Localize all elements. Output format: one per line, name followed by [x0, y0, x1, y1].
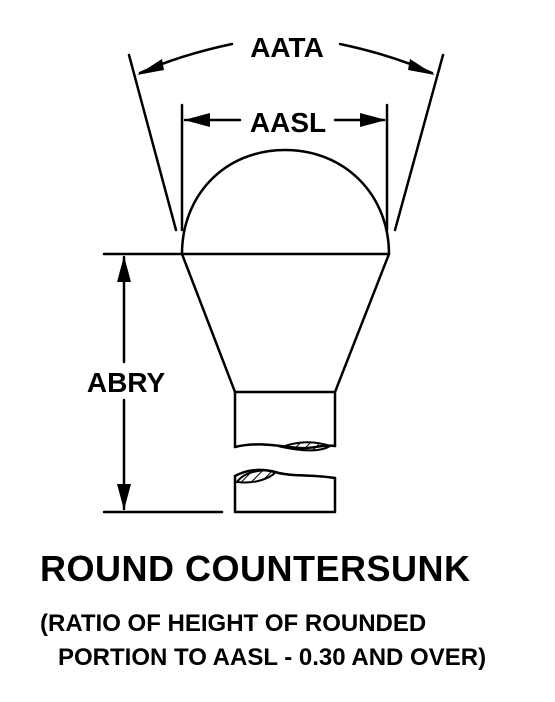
diameter-label: AASL — [250, 107, 326, 138]
figure-note-line-2: PORTION TO AASL - 0.30 AND OVER) — [58, 644, 487, 671]
angle-extension-right — [393, 53, 445, 232]
diameter-arrow-right — [360, 113, 386, 127]
figure-title: ROUND COUNTERSUNK — [40, 548, 471, 589]
countersink-cone — [180, 252, 391, 394]
lower-cut-hatch — [235, 469, 278, 484]
rounded-head — [180, 148, 391, 256]
angle-arrow-right — [408, 59, 435, 75]
upper-cut-hatch — [278, 441, 333, 452]
angle-extension-left — [127, 53, 178, 232]
diameter-arrow-left — [184, 113, 210, 127]
height-arrow-bottom — [117, 484, 131, 510]
height-arrow-top — [117, 256, 131, 282]
lower-shank — [233, 474, 337, 514]
angle-arrow-left — [137, 59, 164, 75]
height-label: ABRY — [87, 367, 166, 398]
angle-label: AATA — [250, 32, 324, 63]
figure-note-line-1: (RATIO OF HEIGHT OF ROUNDED — [40, 610, 427, 637]
